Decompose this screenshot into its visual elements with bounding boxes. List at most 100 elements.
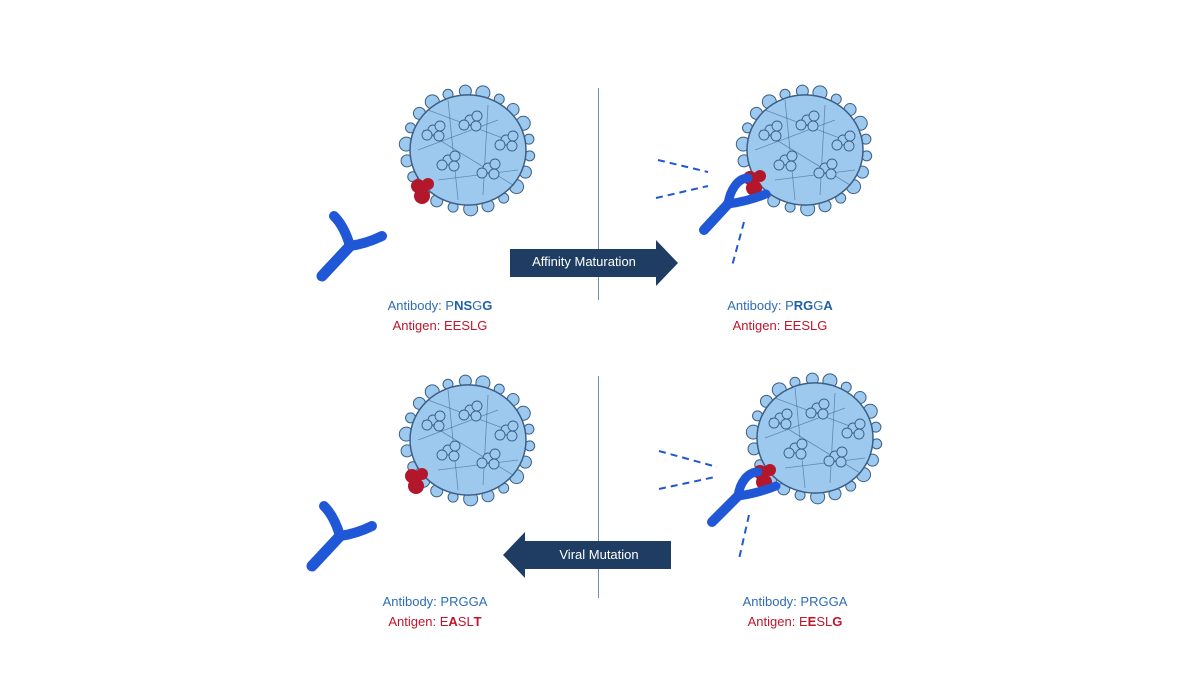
- arrow-body: [503, 532, 671, 578]
- label-top-right: Antibody: PRGGA Antigen: EESLG: [700, 296, 860, 336]
- surface-cluster: [506, 140, 518, 152]
- antibody-bound-bottom-right: [707, 467, 781, 527]
- antigen-residue: E: [783, 318, 793, 333]
- antibody-prefix: Antibody:: [387, 298, 446, 313]
- surface-cluster: [795, 448, 807, 460]
- antibody-chain: [723, 189, 771, 209]
- antigen-residue: L: [824, 614, 833, 629]
- surface-cluster: [436, 159, 448, 171]
- capsid-line: [417, 409, 499, 441]
- antibody-residue: P: [440, 594, 450, 609]
- binding-dash: [658, 476, 716, 490]
- antigen-label: Antigen: EESLG: [700, 316, 860, 336]
- virus-top-right: [735, 84, 873, 217]
- surface-cluster: [758, 129, 770, 141]
- surface-cluster: [421, 419, 433, 431]
- antigen-residue: S: [461, 318, 470, 333]
- surface-cluster: [818, 398, 830, 410]
- antibody-residue: S: [463, 298, 473, 313]
- antibody-chain: [699, 199, 733, 235]
- surface-cluster: [494, 139, 506, 151]
- antigen-residue: E: [452, 318, 462, 333]
- surface-cluster: [494, 429, 506, 441]
- virus-bottom-left: [398, 374, 536, 507]
- binding-dash: [738, 514, 750, 560]
- antigen-prefix: Antigen:: [747, 614, 799, 629]
- surface-cluster: [854, 418, 866, 430]
- surface-cluster: [817, 408, 829, 420]
- antigen-residue: G: [832, 614, 843, 629]
- capsid-line: [794, 387, 806, 489]
- antibody-bound-top-right: [699, 173, 771, 235]
- antigen-top-left: [411, 178, 434, 204]
- surface-cluster: [489, 448, 501, 460]
- antibody-residue: G: [472, 298, 483, 313]
- surface-cluster: [448, 160, 460, 172]
- surface-cluster: [831, 139, 843, 151]
- capsid-line: [754, 119, 836, 151]
- surface-cluster: [436, 449, 448, 461]
- surface-cluster: [488, 458, 500, 470]
- surface-cluster: [470, 120, 482, 132]
- capsid-line: [764, 407, 846, 439]
- surface-cluster: [507, 130, 519, 142]
- antigen-prefix: Antigen:: [388, 614, 440, 629]
- surface-cluster: [476, 457, 488, 469]
- surface-cluster: [823, 455, 835, 467]
- antibody-residue: G: [482, 298, 493, 313]
- capsid-line: [447, 389, 459, 491]
- virus-bottom-right: [745, 372, 883, 505]
- antibody-chain: [319, 501, 345, 541]
- capsid-line: [829, 392, 836, 484]
- surface-cluster: [770, 130, 782, 142]
- antibody-prefix: Antibody:: [382, 594, 441, 609]
- antibody-residue: N: [454, 298, 464, 313]
- antibody-residue: P: [445, 298, 455, 313]
- surface-cluster: [813, 167, 825, 179]
- surface-cluster: [488, 168, 500, 180]
- surface-cluster: [434, 120, 446, 132]
- antibody-residue: A: [823, 298, 833, 313]
- surface-cluster: [433, 420, 445, 432]
- antibody-chain: [329, 211, 355, 251]
- antigen-residue: S: [801, 318, 810, 333]
- antigen-label: Antigen: EESLG: [360, 316, 520, 336]
- antigen-residue: G: [477, 318, 488, 333]
- surface-cluster: [421, 129, 433, 141]
- antibody-label: Antibody: PNSGG: [360, 296, 520, 316]
- antibody-residue: G: [458, 594, 469, 609]
- antibody-prefix: Antibody:: [727, 298, 786, 313]
- antigen-bottom-left: [405, 468, 428, 494]
- antigen-residue: E: [792, 318, 802, 333]
- surface-cluster: [773, 159, 785, 171]
- antibody-residue: A: [478, 594, 488, 609]
- surface-cluster: [781, 408, 793, 420]
- surface-cluster: [458, 409, 470, 421]
- antigen-label: Antigen: EESLG: [715, 612, 875, 632]
- antigen-residue: T: [473, 614, 482, 629]
- antigen-lobe: [746, 180, 762, 196]
- antigen-residue: L: [469, 318, 478, 333]
- surface-cluster: [433, 130, 445, 142]
- surface-cluster: [807, 120, 819, 132]
- antigen-residue: S: [816, 614, 825, 629]
- surface-cluster: [841, 427, 853, 439]
- surface-cluster: [783, 447, 795, 459]
- binding-dashes-top-right: [655, 159, 745, 267]
- antigen-lobe: [416, 468, 428, 480]
- antigen-prefix: Antigen:: [732, 318, 784, 333]
- antibody-label: Antibody: PRGGA: [700, 296, 860, 316]
- antigen-residue: L: [466, 614, 474, 629]
- antigen-residue: E: [807, 614, 817, 629]
- surface-cluster: [835, 456, 847, 468]
- viral-mutation-label: Viral Mutation: [559, 547, 639, 562]
- surface-cluster: [805, 407, 817, 419]
- antigen-residue: E: [443, 318, 453, 333]
- surface-cluster: [470, 410, 482, 422]
- surface-cluster: [434, 410, 446, 422]
- antigen-residue: S: [457, 614, 467, 629]
- antibody-prefix: Antibody:: [742, 594, 801, 609]
- surface-cluster: [786, 150, 798, 162]
- arrow-viral-mutation: [503, 532, 671, 578]
- surface-cluster: [506, 430, 518, 442]
